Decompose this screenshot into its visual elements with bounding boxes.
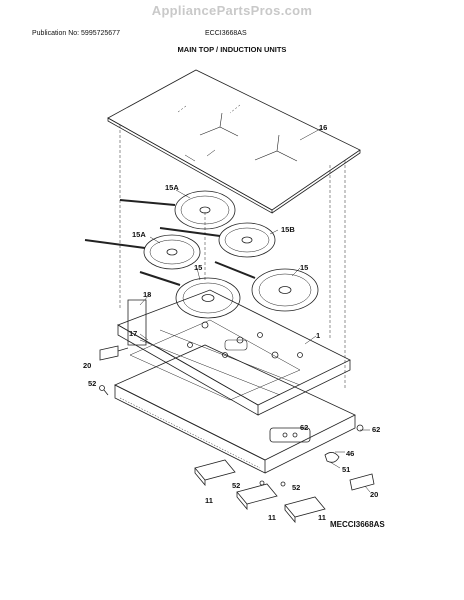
- part-label-62-right: 62: [372, 425, 380, 434]
- induction-coil-15-middle: [139, 271, 241, 319]
- part-label-62-center: 62: [300, 423, 308, 432]
- part-label-18: 18: [143, 290, 151, 299]
- part-label-15a-top: 15A: [165, 183, 179, 192]
- bracket-20-left: [99, 345, 129, 361]
- diagram-id: MECCI3668AS: [330, 520, 385, 529]
- publication-number: Publication No: 5995725677: [32, 30, 120, 37]
- part-label-46: 46: [346, 449, 354, 458]
- lower-housing: [114, 344, 356, 474]
- part-label-11-left: 11: [205, 496, 213, 505]
- screw-52-bottom: [259, 480, 286, 487]
- induction-coil-15a-top: [119, 190, 236, 230]
- part-label-51: 51: [342, 465, 350, 474]
- part-label-20-left: 20: [83, 361, 91, 370]
- leader-lines: [139, 127, 371, 493]
- part-label-16: 16: [319, 123, 327, 132]
- part-label-15a-left: 15A: [132, 230, 146, 239]
- glass-cooktop-part: [107, 69, 361, 214]
- bracket-11-right: [284, 496, 326, 524]
- part-label-15-middle: 15: [194, 263, 202, 272]
- alignment-lines: [119, 125, 346, 390]
- model-number: ECCI3668AS: [205, 30, 247, 37]
- part-label-52-left: 52: [88, 379, 96, 388]
- cord-clamp-51: [324, 452, 340, 463]
- bracket-20-right: [349, 473, 375, 491]
- part-label-17: 17: [129, 329, 137, 338]
- part-label-52-bottom: 52: [232, 481, 240, 490]
- watermark: AppliancePartsPros.com: [151, 3, 313, 18]
- chassis-part-1: [117, 289, 351, 416]
- screw-62-right: [356, 424, 364, 432]
- part-label-20-right: 20: [370, 490, 378, 499]
- part-label-11-middle: 11: [268, 513, 276, 522]
- heat-shield-17: [129, 319, 301, 401]
- section-title: MAIN TOP / INDUCTION UNITS: [177, 45, 287, 54]
- part-label-11-right: 11: [318, 513, 326, 522]
- part-label-52-bottom2: 52: [292, 483, 300, 492]
- induction-coil-15b: [159, 222, 276, 258]
- induction-coil-15a-left: [84, 234, 201, 270]
- screw-52-left: [99, 385, 109, 396]
- part-label-1: 1: [316, 331, 320, 340]
- part-label-15b: 15B: [281, 225, 295, 234]
- part-label-15-right: 15: [300, 263, 308, 272]
- bracket-18: [127, 299, 147, 346]
- induction-coil-15-right: [214, 261, 319, 312]
- bracket-11-middle: [236, 483, 278, 511]
- bracket-11-left: [194, 459, 236, 487]
